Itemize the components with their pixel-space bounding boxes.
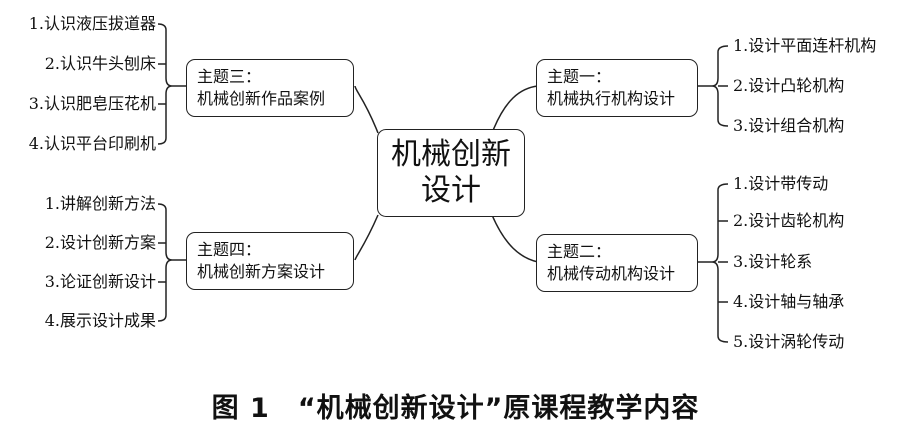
topic-three-title: 机械创新作品案例 (197, 89, 326, 108)
topic-three-label: 主题三： (197, 67, 262, 86)
topic-two-label: 主题二： (547, 242, 612, 261)
topic-four-item: 4.展示设计成果 (44, 311, 156, 330)
topic-four-node: 主题四： 机械创新方案设计 (186, 232, 354, 290)
topic-two-item: 5.设计涡轮传动 (733, 332, 845, 351)
topic-one-title: 机械执行机构设计 (547, 89, 676, 108)
center-title-line2: 设计 (421, 173, 481, 208)
topic-four-label: 主题四： (197, 240, 262, 259)
topic-four-item: 1.讲解创新方法 (44, 194, 156, 213)
topic-one-node: 主题一： 机械执行机构设计 (536, 59, 698, 117)
bracket-topic-two (697, 183, 729, 343)
topic-one-item: 3.设计组合机构 (733, 116, 845, 135)
topic-two-item: 2.设计齿轮机构 (733, 211, 845, 230)
topic-three-item: 1.认识液压拔道器 (28, 14, 156, 33)
topic-one-item: 2.设计凸轮机构 (733, 76, 845, 95)
topic-three-node: 主题三： 机械创新作品案例 (186, 59, 354, 117)
topic-two-node: 主题二： 机械传动机构设计 (536, 234, 698, 292)
topic-four-item: 2.设计创新方案 (44, 233, 156, 252)
center-title-line1: 机械创新 (391, 137, 511, 172)
topic-four-title: 机械创新方案设计 (197, 262, 326, 281)
bracket-topic-three (157, 23, 186, 145)
topic-four-item: 3.论证创新设计 (44, 272, 156, 291)
topic-two-item: 3.设计轮系 (733, 252, 813, 271)
bracket-topic-one (697, 45, 729, 127)
connector-center-topic-three (354, 85, 379, 134)
topic-one-item: 1.设计平面连杆机构 (733, 36, 877, 55)
connector-center-topic-one (491, 85, 539, 134)
topic-three-item: 3.认识肥皂压花机 (28, 94, 156, 113)
center-node: 机械创新 设计 (377, 129, 525, 217)
topic-two-item: 4.设计轴与轴承 (733, 292, 845, 311)
topic-two-title: 机械传动机构设计 (547, 264, 676, 283)
bracket-topic-four (157, 203, 186, 322)
topic-three-item: 2.认识牛头刨床 (44, 54, 156, 73)
figure-caption: 图 1 “机械创新设计”原课程教学内容 (211, 393, 700, 424)
connector-center-topic-four (354, 214, 379, 261)
topic-one-label: 主题一： (547, 67, 612, 86)
topic-three-item: 4.认识平台印刷机 (28, 134, 156, 153)
topic-two-item: 1.设计带传动 (733, 174, 829, 193)
connector-center-topic-two (491, 214, 539, 263)
